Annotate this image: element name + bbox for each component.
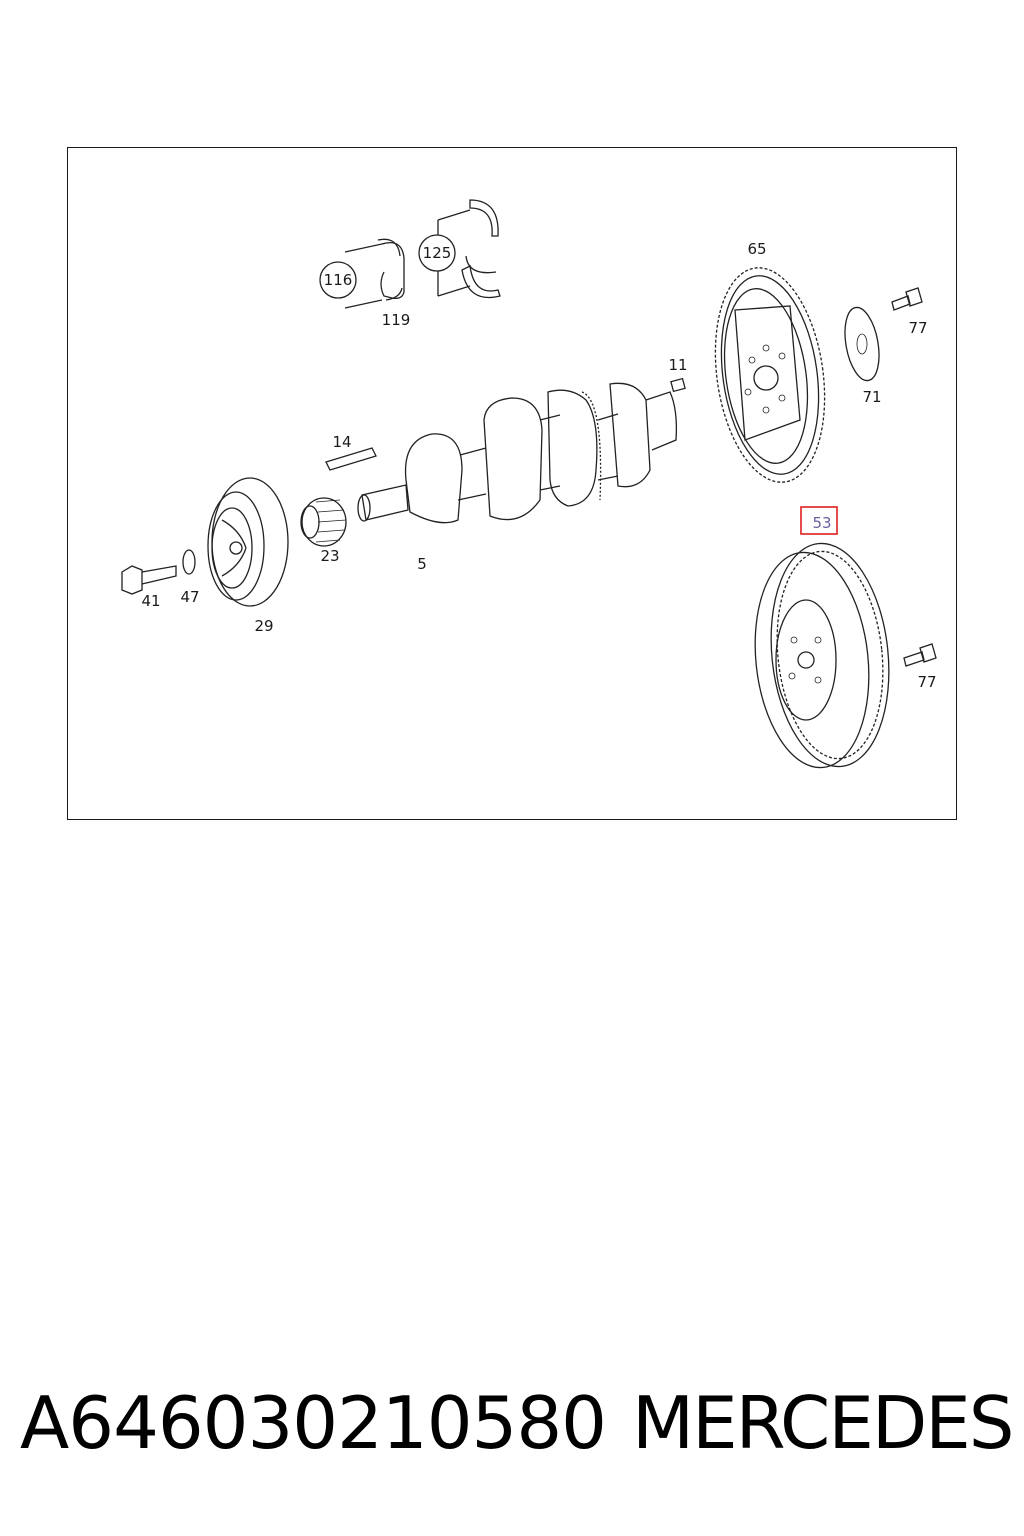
crankshaft-5 (357, 382, 678, 524)
bolt-77-upper (891, 287, 923, 311)
label-47: 47 (180, 588, 199, 606)
crank-gear-23 (300, 497, 347, 547)
label-11: 11 (668, 356, 687, 374)
footer: A646030210580 MERCEDES (0, 1378, 1024, 1468)
label-5: 5 (417, 555, 427, 573)
pulley-29 (207, 477, 289, 607)
flywheel-53 (754, 542, 890, 769)
highlight-box-53 (800, 506, 838, 535)
label-119: 119 (382, 311, 411, 329)
label-23: 23 (320, 547, 339, 565)
brand-name: MERCEDES (632, 1381, 1014, 1465)
dowel-pin-11 (670, 377, 686, 393)
label-71: 71 (862, 388, 881, 406)
bolt-77-lower (903, 643, 937, 667)
label-77-upper: 77 (908, 319, 927, 337)
label-125: 125 (423, 244, 452, 262)
bolt-41 (121, 565, 177, 595)
washer-47 (182, 549, 196, 575)
label-14: 14 (332, 433, 351, 451)
thrust-washer-125 (418, 199, 501, 299)
parts-diagram-frame (67, 147, 957, 820)
disc-71 (844, 306, 880, 382)
label-77-lower: 77 (917, 673, 936, 691)
crankshaft-flywheel-diagram: 116 125 119 65 77 71 11 14 23 5 41 47 29… (121, 199, 937, 769)
label-116: 116 (324, 271, 353, 289)
label-53[interactable]: 53 (812, 514, 831, 532)
part-number: A646030210580 (20, 1381, 607, 1465)
label-29: 29 (254, 617, 273, 635)
label-65: 65 (747, 240, 766, 258)
bearing-shell-116 (319, 238, 405, 309)
woodruff-key-14 (325, 447, 377, 471)
drive-plate-65 (714, 267, 826, 483)
label-41: 41 (141, 592, 160, 610)
